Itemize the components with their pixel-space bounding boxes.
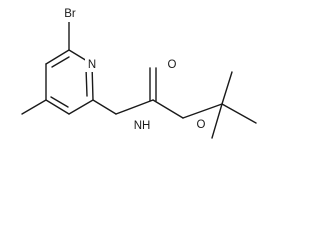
bond-ring-c5-c6-inner — [51, 56, 70, 68]
molecule-structure: Br N NH O O — [21, 6, 257, 139]
bond-c4-methyl — [21, 99, 47, 115]
bond-tbutyl-me-top — [221, 71, 233, 105]
bond-carbonyl-oester — [152, 99, 184, 119]
structure-canvas: Br N NH O O — [21, 6, 257, 139]
bond-ring-c3-c4-inner — [50, 96, 69, 108]
atom-amide-nitrogen: NH — [134, 120, 151, 132]
bond-nh-carbonyl — [115, 99, 154, 115]
bond-c2-nh — [92, 99, 117, 115]
atom-carbonyl-oxygen: O — [168, 59, 177, 71]
bonds — [21, 21, 257, 139]
bond-oester-tbutyl — [182, 103, 223, 119]
bond-ring-c2-c3 — [68, 99, 94, 115]
bond-ring-n-c2-inner — [85, 67, 88, 97]
bond-ring-c5-c6 — [45, 49, 70, 65]
bond-tbutyl-me-bottom — [211, 103, 223, 139]
atom-ring-nitrogen: N — [88, 59, 96, 71]
bond-tbutyl-me-right — [221, 103, 257, 124]
atom-labels: Br N NH O O — [60, 6, 208, 134]
atom-ester-oxygen: O — [197, 119, 206, 131]
atom-bromine: Br — [64, 8, 76, 20]
bond-ring-c3-c4 — [45, 99, 70, 115]
